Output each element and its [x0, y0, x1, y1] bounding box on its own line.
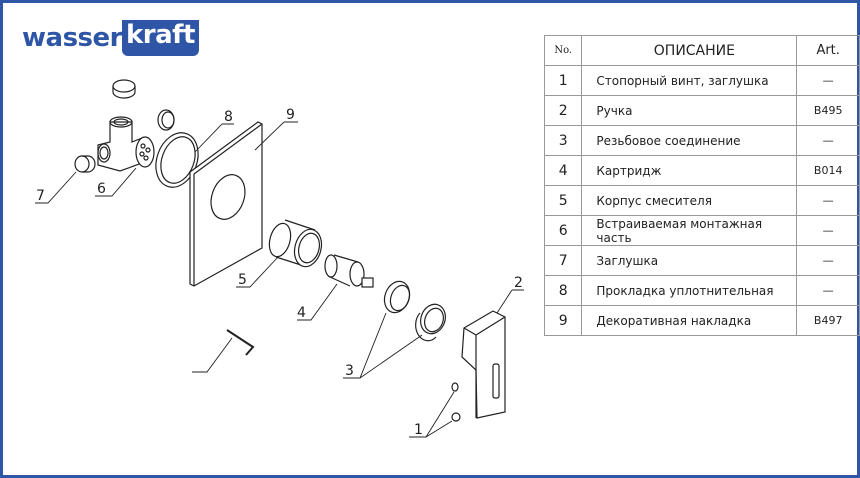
part-9-cover-plate [189, 121, 263, 287]
cell-art: B014 [796, 155, 860, 186]
part-cap-top [112, 79, 136, 99]
cell-no: 4 [543, 155, 583, 186]
part-2-handle [461, 310, 506, 419]
part-small-ring [157, 109, 175, 131]
part-8-gasket [155, 132, 199, 188]
part-1-screws [451, 382, 461, 422]
callout-2: 2 [514, 275, 523, 291]
cell-no: 5 [543, 185, 583, 216]
cell-art: B497 [796, 305, 860, 336]
part-7-plug [74, 155, 96, 173]
header-art: Art. [796, 35, 860, 66]
cell-art: — [796, 215, 860, 246]
cell-art: — [796, 65, 860, 96]
cell-art: — [796, 125, 860, 156]
callout-5: 5 [238, 272, 247, 288]
callout-8: 8 [224, 109, 233, 125]
cell-description: Прокладка уплотнительная [581, 275, 798, 306]
cell-description: Встраиваемая монтажная часть [581, 215, 798, 246]
part-4-cartridge [324, 254, 374, 288]
part-5-sleeve [268, 219, 323, 268]
cell-no: 7 [543, 245, 583, 276]
cell-description: Заглушка [581, 245, 798, 276]
cell-description: Картридж [581, 155, 798, 186]
table-header-row: No. ОПИСАНИЕ Art. [543, 35, 860, 66]
part-6-body [97, 116, 155, 172]
cell-description: Резьбовое соединение [581, 125, 798, 156]
cell-no: 1 [543, 65, 583, 96]
callout-9: 9 [286, 107, 295, 123]
callout-1: 1 [414, 422, 423, 438]
cell-art: B495 [796, 95, 860, 126]
cell-art: — [796, 185, 860, 216]
cell-art: — [796, 275, 860, 306]
cell-description: Стопорный винт, заглушка [581, 65, 798, 96]
cell-no: 2 [543, 95, 583, 126]
cell-description: Декоративная накладка [581, 305, 798, 336]
cell-description: Корпус смесителя [581, 185, 798, 216]
cell-description: Ручка [581, 95, 798, 126]
cell-no: 9 [543, 305, 583, 336]
cell-no: 8 [543, 275, 583, 306]
header-no: No. [543, 35, 583, 66]
cell-no: 6 [543, 215, 583, 246]
callout-3: 3 [345, 363, 354, 379]
logo-text-wasser: wasser [22, 23, 122, 53]
callout-6: 6 [97, 181, 106, 197]
leader-lines [35, 121, 524, 438]
cell-no: 3 [543, 125, 583, 156]
callout-4: 4 [297, 305, 306, 321]
header-description: ОПИСАНИЕ [581, 35, 798, 66]
part-3-cap [415, 303, 446, 342]
callout-7: 7 [36, 188, 45, 204]
hex-key [226, 329, 255, 356]
cell-art: — [796, 245, 860, 276]
part-3-ring [383, 280, 411, 314]
logo-text-kraft: kraft [121, 20, 199, 56]
